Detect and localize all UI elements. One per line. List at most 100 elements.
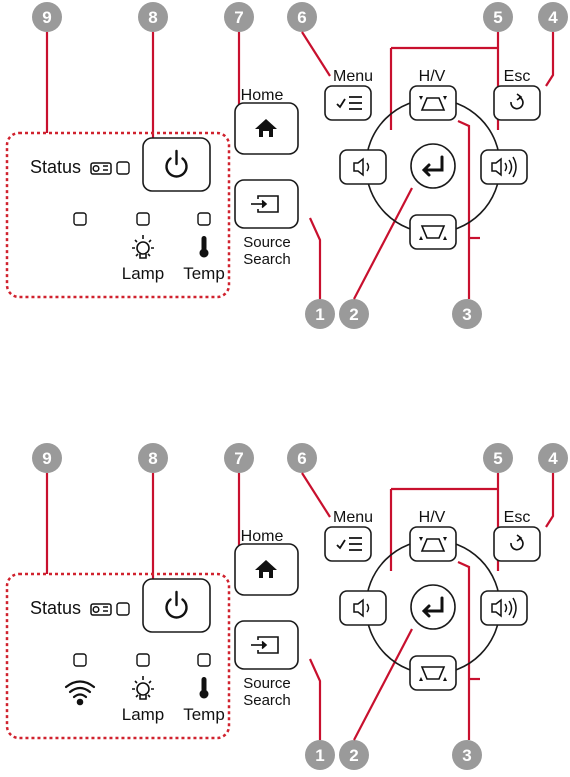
menu-label: Menu	[333, 68, 373, 85]
svg-text:9: 9	[42, 8, 51, 27]
menu-button[interactable]	[324, 526, 372, 562]
keystone-up-icon	[419, 537, 447, 552]
esc-label: Esc	[504, 509, 531, 526]
keystone-down-icon	[419, 225, 447, 240]
volume-up-icon	[491, 156, 517, 178]
home-button[interactable]	[234, 543, 299, 596]
power-icon	[165, 590, 188, 619]
callout-8: 8	[138, 2, 168, 32]
enter-button[interactable]	[410, 584, 456, 630]
source-search-icon	[251, 195, 279, 213]
svg-text:7: 7	[234, 8, 243, 27]
svg-text:6: 6	[297, 449, 306, 468]
svg-text:4: 4	[548, 449, 558, 468]
volume-up-button[interactable]	[480, 590, 528, 626]
wifi-icon	[64, 680, 96, 706]
volume-down-icon	[353, 598, 370, 618]
callout-5: 5	[483, 2, 513, 32]
svg-text:8: 8	[148, 449, 157, 468]
esc-button[interactable]	[493, 85, 541, 121]
callout-2: 2	[339, 740, 369, 770]
keystone-up-button[interactable]	[409, 526, 457, 562]
leader-lines	[45, 472, 555, 741]
indicator-light-1	[73, 212, 87, 226]
svg-text:2: 2	[349, 305, 358, 324]
svg-text:3: 3	[462, 305, 471, 324]
svg-text:5: 5	[493, 449, 502, 468]
menu-icon	[336, 537, 362, 551]
callout-4: 4	[538, 2, 568, 32]
menu-button[interactable]	[324, 85, 372, 121]
status-label: Status	[30, 598, 81, 618]
indicator-light-1	[73, 653, 87, 667]
status-label: Status	[30, 157, 81, 177]
svg-text:6: 6	[297, 8, 306, 27]
thermometer-icon	[199, 677, 209, 699]
source-search-button[interactable]	[234, 620, 299, 670]
source-search-icon	[251, 636, 279, 654]
home-icon	[255, 560, 277, 578]
svg-text:1: 1	[315, 305, 324, 324]
home-icon	[255, 119, 277, 137]
callout-3: 3	[452, 299, 482, 329]
volume-up-button[interactable]	[480, 149, 528, 185]
search-label: Search	[243, 692, 291, 709]
menu-label: Menu	[333, 509, 373, 526]
volume-down-button[interactable]	[339, 590, 387, 626]
callout-6: 6	[287, 2, 317, 32]
home-button[interactable]	[234, 102, 299, 155]
source-label: Source	[243, 234, 291, 251]
keystone-down-button[interactable]	[409, 655, 457, 691]
callout-8: 8	[138, 443, 168, 473]
home-label: Home	[241, 87, 284, 104]
lamp-label: Lamp	[122, 264, 165, 283]
callout-4: 4	[538, 443, 568, 473]
panel-bottom: 9 8 7 6 5 4 1 2 3 Home	[5, 443, 568, 770]
callout-3: 3	[452, 740, 482, 770]
volume-down-button[interactable]	[339, 149, 387, 185]
temp-label: Temp	[183, 705, 225, 724]
keystone-down-icon	[419, 666, 447, 681]
power-icon	[165, 149, 188, 178]
enter-icon	[421, 155, 444, 177]
hv-label: H/V	[419, 68, 446, 85]
callout-6: 6	[287, 443, 317, 473]
callout-1: 1	[305, 740, 335, 770]
source-label: Source	[243, 675, 291, 692]
svg-text:3: 3	[462, 746, 471, 765]
svg-text:2: 2	[349, 746, 358, 765]
panel-top: 9 8 7 6 5 4 1 2 3 Home	[5, 2, 568, 329]
svg-text:5: 5	[493, 8, 502, 27]
svg-text:7: 7	[234, 449, 243, 468]
lamp-icon	[132, 676, 154, 700]
keystone-up-icon	[419, 96, 447, 111]
keystone-up-button[interactable]	[409, 85, 457, 121]
home-label: Home	[241, 528, 284, 545]
callout-7: 7	[224, 443, 254, 473]
power-button[interactable]	[142, 578, 211, 633]
callout-2: 2	[339, 299, 369, 329]
source-search-button[interactable]	[234, 179, 299, 229]
enter-icon	[421, 596, 444, 618]
callout-9: 9	[32, 2, 62, 32]
projector-icon	[90, 162, 112, 175]
esc-button[interactable]	[493, 526, 541, 562]
volume-up-icon	[491, 597, 517, 619]
svg-text:1: 1	[315, 746, 324, 765]
leader-lines	[45, 31, 555, 300]
temp-label: Temp	[183, 264, 225, 283]
temp-indicator	[197, 212, 211, 226]
power-button[interactable]	[142, 137, 211, 192]
keystone-down-button[interactable]	[409, 214, 457, 250]
menu-icon	[336, 96, 362, 110]
callout-5: 5	[483, 443, 513, 473]
status-area-border	[5, 131, 231, 299]
lamp-icon	[132, 235, 154, 259]
callout-1: 1	[305, 299, 335, 329]
lamp-indicator	[136, 212, 150, 226]
thermometer-icon	[199, 236, 209, 258]
enter-button[interactable]	[410, 143, 456, 189]
callout-7: 7	[224, 2, 254, 32]
svg-text:9: 9	[42, 449, 51, 468]
